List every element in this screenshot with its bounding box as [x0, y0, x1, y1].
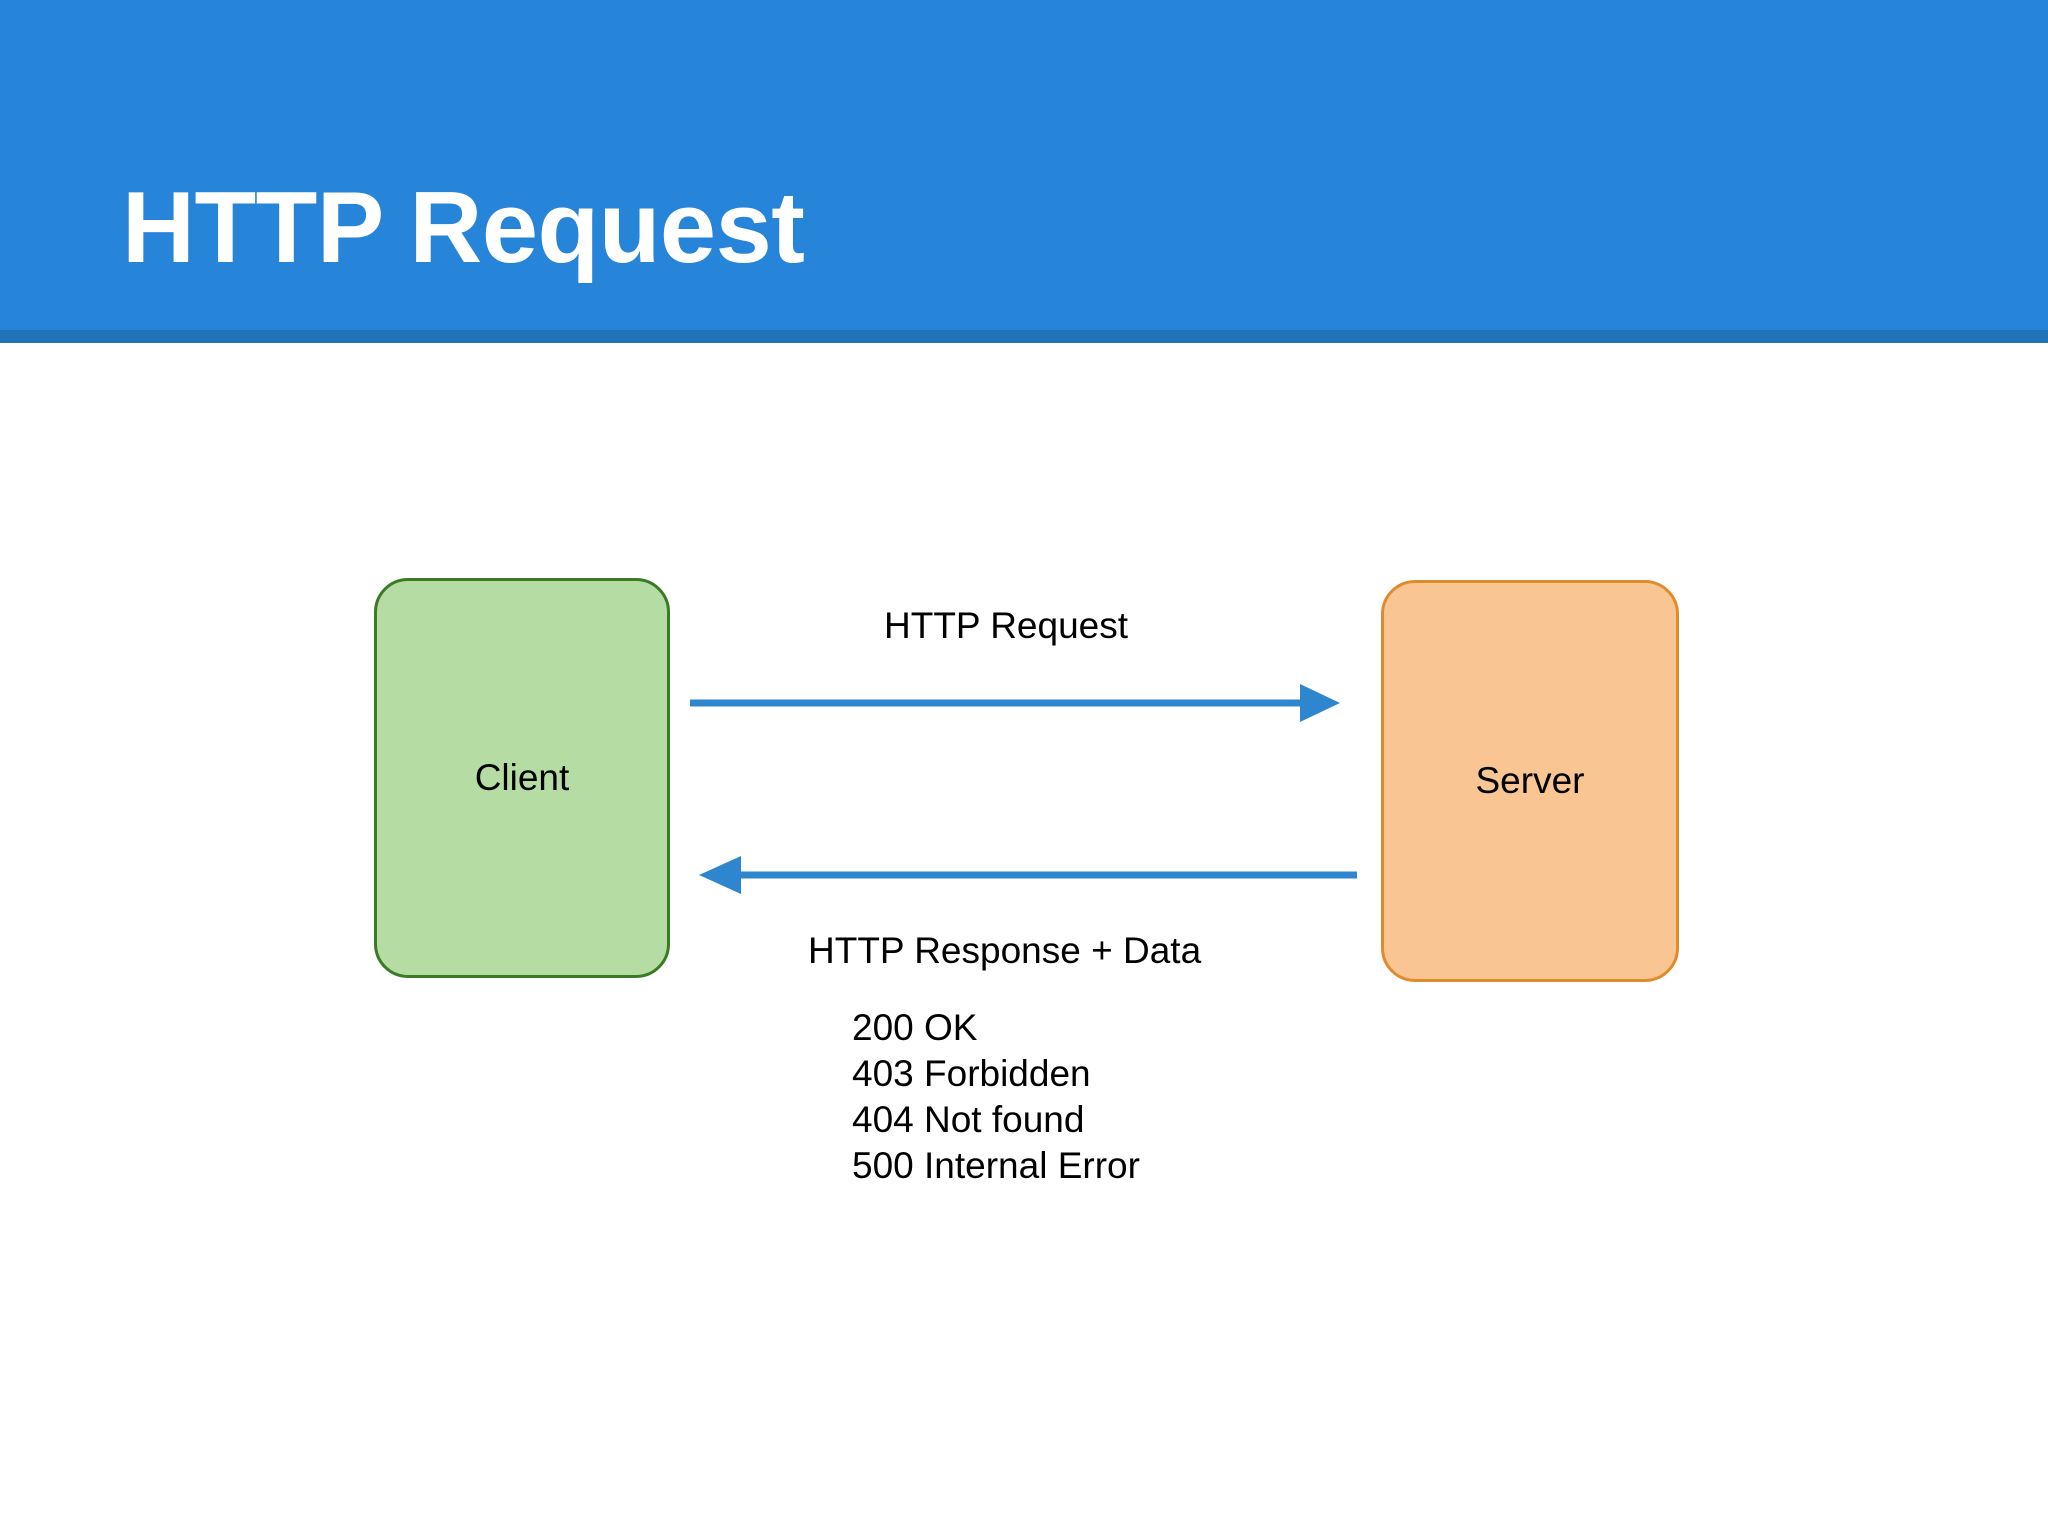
page-title: HTTP Request	[122, 172, 805, 284]
node-server[interactable]: Server	[1381, 580, 1679, 982]
header-accent-strip	[0, 330, 2048, 343]
header-band	[0, 0, 2048, 330]
response-arrow-icon	[699, 856, 1357, 894]
status-code-item: 500 Internal Error	[852, 1145, 1140, 1186]
edge-label-request: HTTP Request	[884, 605, 1129, 646]
request-arrow-icon	[690, 684, 1340, 722]
node-client-label: Client	[474, 757, 570, 798]
status-code-item: 404 Not found	[852, 1099, 1085, 1140]
status-code-list: 200 OK 403 Forbidden 404 Not found 500 I…	[852, 1005, 1140, 1189]
status-code-item: 403 Forbidden	[852, 1053, 1091, 1094]
status-code-item: 200 OK	[852, 1007, 978, 1048]
node-client[interactable]: Client	[374, 578, 670, 978]
edge-label-response: HTTP Response + Data	[808, 930, 1202, 971]
node-server-label: Server	[1475, 760, 1585, 801]
